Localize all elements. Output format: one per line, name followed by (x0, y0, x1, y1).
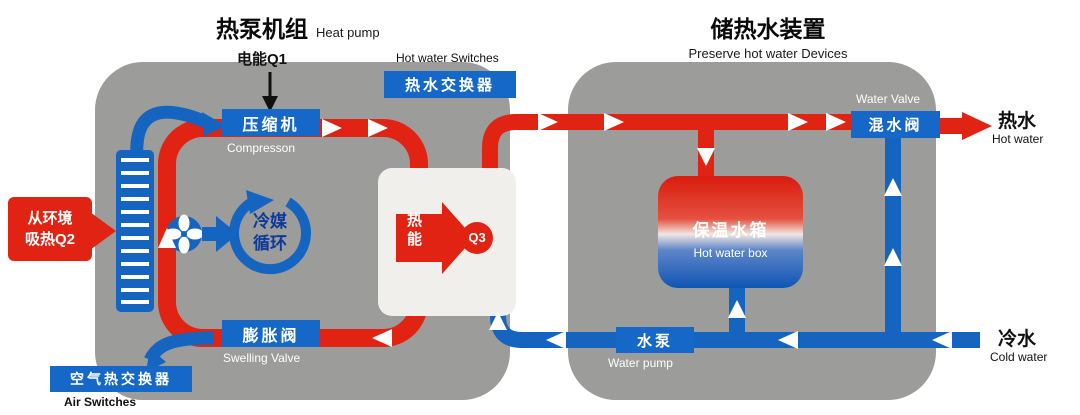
refrigerant-cycle-label: 冷媒 循环 (244, 211, 296, 255)
refrigerant-cycle-icon (229, 190, 311, 275)
heat-pump-title: 热泵机组 (216, 16, 308, 42)
compressor-label: 压缩机 (222, 109, 320, 136)
env-heat-line2: 吸热Q2 (24, 231, 75, 248)
q3-label: Q3 (468, 230, 486, 245)
refrigerant-line1: 冷媒 (253, 212, 287, 231)
refrigerant-line2: 循环 (253, 234, 287, 254)
electric-input-arrow-icon (262, 72, 278, 112)
air-flow-arrow-icon (202, 216, 238, 252)
env-heat-line1: 从环境 (27, 210, 73, 227)
hot-water-label-en: Hot water (992, 132, 1044, 146)
hot-water-outlet-arrow (940, 112, 992, 140)
flow-direction-arrows (158, 113, 952, 349)
hot-water-exchanger-label: 热水交换器 (384, 71, 516, 98)
expansion-valve-label-en: Swelling Valve (223, 351, 301, 365)
hot-water-switches-label-en: Hot water Switches (396, 51, 499, 65)
heat-pump-title-group: 热泵机组 Heat pump (216, 10, 380, 44)
storage-tank (658, 176, 803, 288)
cold-water-label: 冷水 (998, 329, 1037, 350)
compressor-label-en: Compresson (227, 141, 296, 155)
hot-water-supply-pipe (482, 114, 852, 185)
air-exchanger-label: 空气热交换器 (50, 366, 192, 392)
q3-badge (461, 222, 493, 254)
electric-input-label: 电能Q1 (237, 51, 288, 68)
mixing-valve-label-en: Water Valve (856, 92, 921, 106)
fan-icon (164, 214, 204, 254)
expansion-valve-label: 膨胀阀 (222, 320, 320, 347)
storage-title-en: Preserve hot water Devices (688, 46, 848, 61)
tank-label-en: Hot water box (693, 246, 768, 260)
heat-energy-arrow-icon (396, 202, 474, 274)
heat-pump-title-en: Heat pump (316, 25, 380, 40)
hot-water-label: 热水 (998, 111, 1037, 132)
air-heat-exchanger-coil-icon (116, 150, 154, 312)
tank-label: 保温水箱 (692, 221, 769, 240)
heat-energy-label: 热能 (407, 212, 423, 248)
mixing-valve-label: 混水阀 (851, 111, 940, 138)
cold-water-label-en: Cold water (990, 350, 1048, 364)
storage-title: 储热水装置 (710, 16, 826, 42)
air-flow-top-pipe (130, 105, 226, 159)
air-exchanger-label-en: Air Switches (64, 395, 137, 409)
env-heat-arrow-icon (90, 212, 116, 250)
water-pump-label: 水泵 (616, 327, 694, 353)
storage-title-group: 储热水装置 Preserve hot water Devices (668, 10, 868, 61)
env-heat-label: 从环境 吸热Q2 (8, 197, 92, 261)
water-pump-label-en: Water pump (608, 356, 673, 370)
